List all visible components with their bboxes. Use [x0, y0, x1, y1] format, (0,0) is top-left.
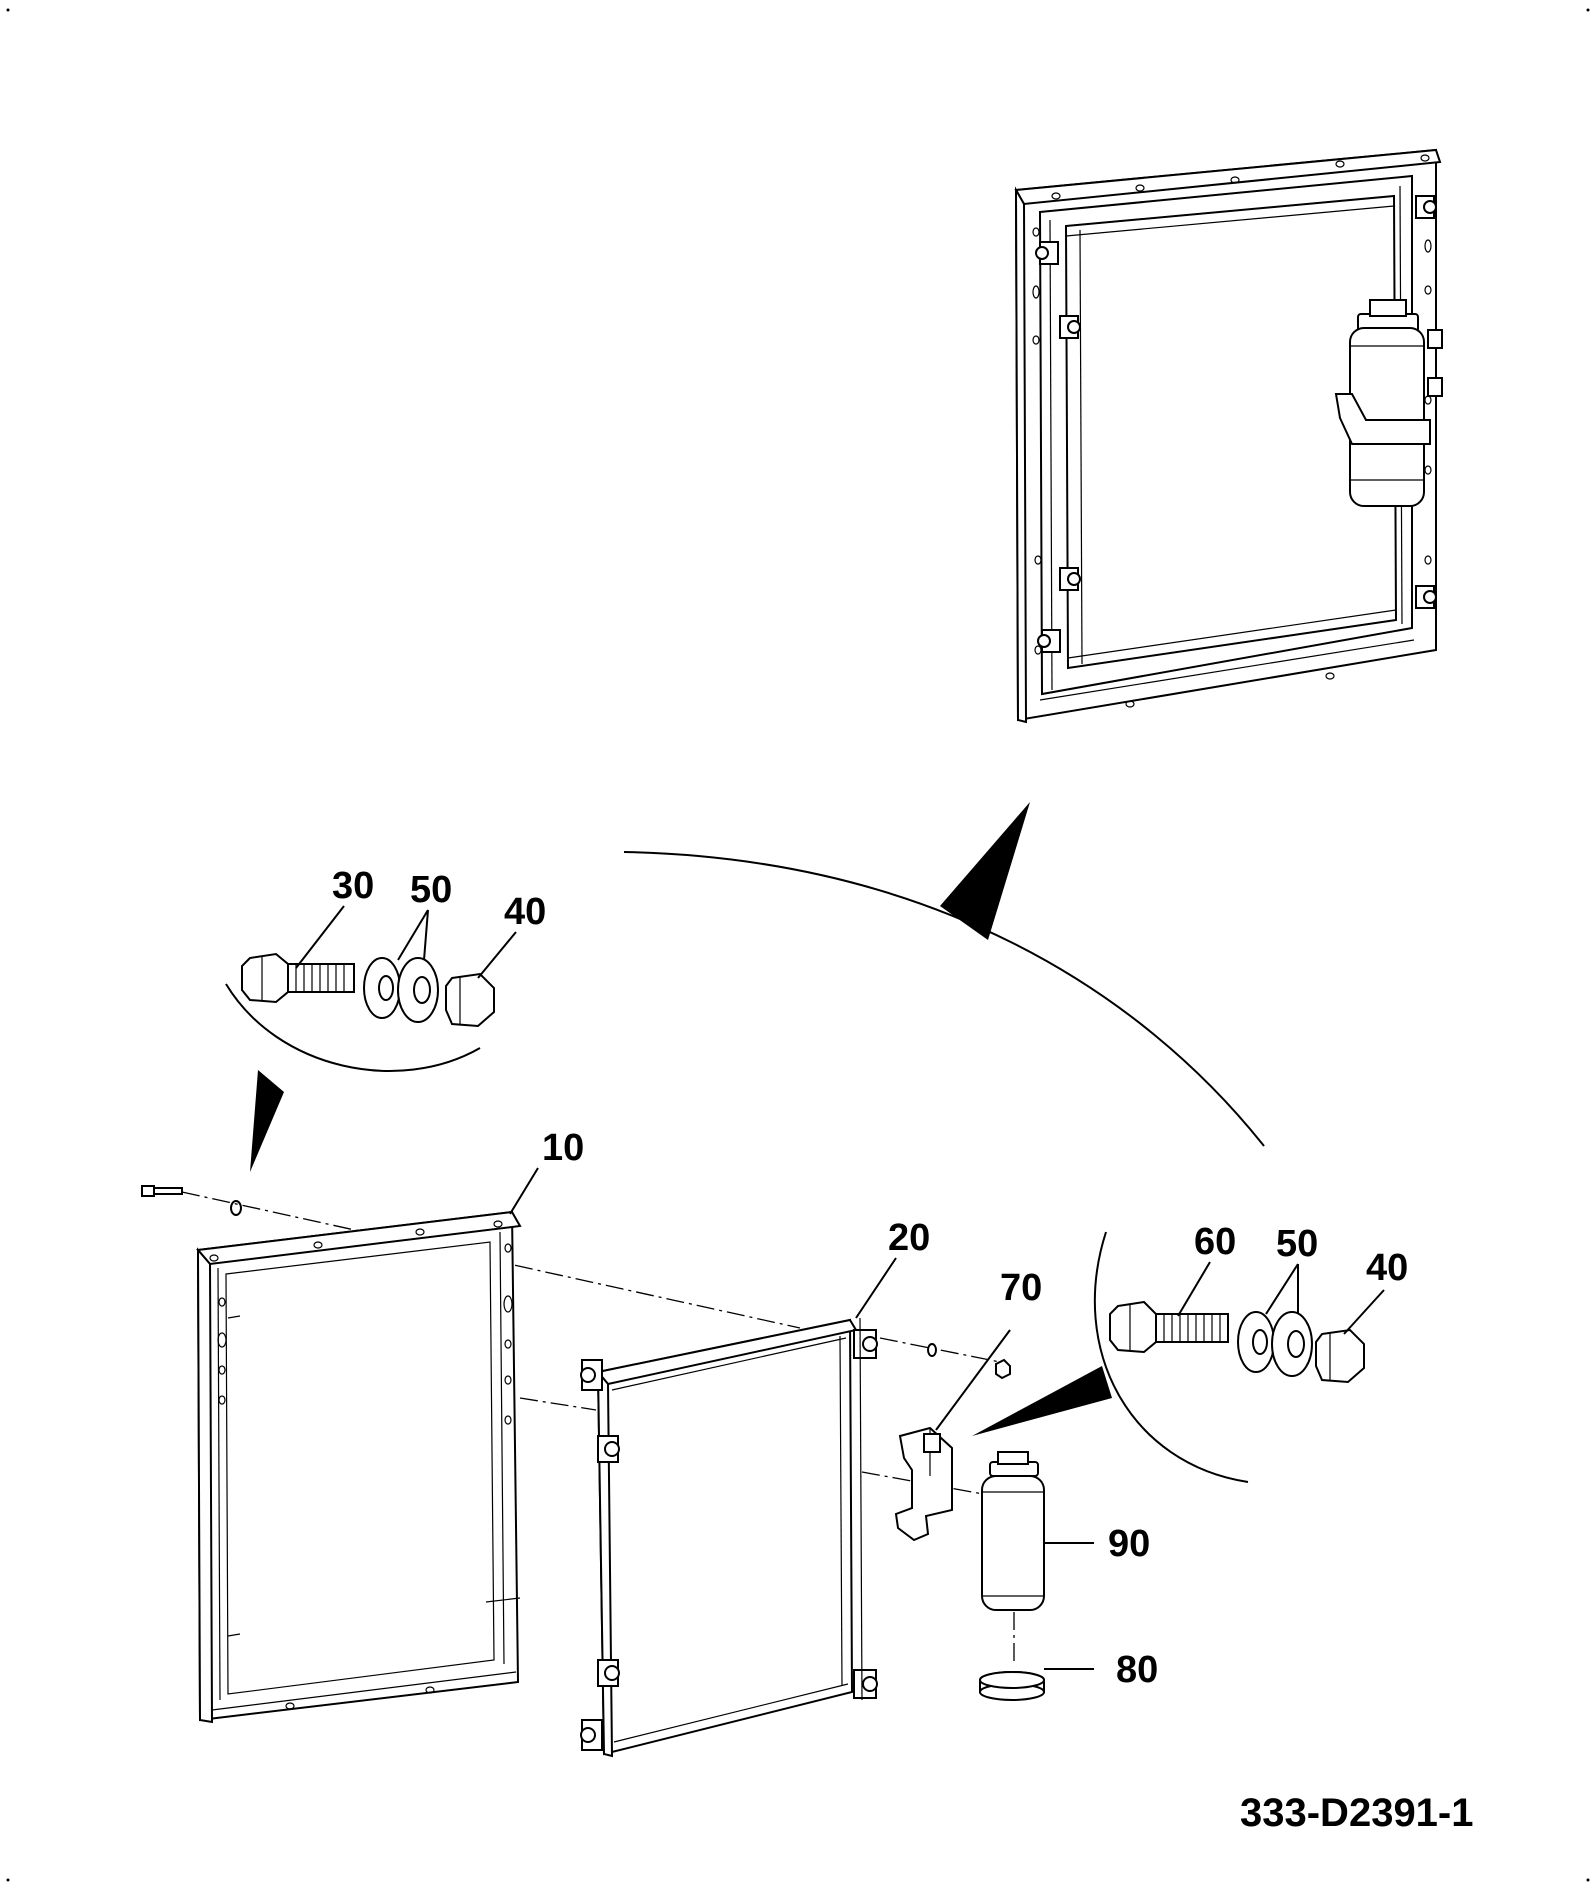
callout-60: 60: [1194, 1221, 1236, 1263]
callout-70: 70: [1000, 1267, 1042, 1309]
cap-part-80: [979, 1671, 1045, 1701]
connection-arc: [623, 851, 1265, 1147]
loose-bolt: [141, 1185, 242, 1216]
frame-part-10: [196, 1210, 522, 1724]
bracket-part-70: [894, 1426, 953, 1542]
hardware-detail-left: [225, 905, 517, 1172]
callout-80: 80: [1116, 1649, 1158, 1691]
callout-30: 30: [332, 865, 374, 907]
condenser-part-20: [580, 1317, 878, 1758]
callout-20: 20: [888, 1217, 930, 1259]
callout-50-right: 50: [1276, 1223, 1318, 1265]
callout-40-right: 40: [1366, 1247, 1408, 1289]
callout-90: 90: [1108, 1523, 1150, 1565]
assembly-line-2: [519, 1397, 597, 1411]
corner-marks: [6, 8, 1590, 1882]
assembly-line-3: [879, 1337, 1001, 1363]
assembled-condenser-view: [1014, 148, 1443, 724]
callout-10: 10: [542, 1127, 584, 1169]
receiver-drier-part-90: [981, 1451, 1045, 1611]
condenser-fasteners: [927, 1343, 1011, 1380]
drawing-number: 333-D2391-1: [1240, 1791, 1474, 1835]
callout-50-top: 50: [410, 869, 452, 911]
hardware-detail-right: [972, 1231, 1385, 1483]
callout-40-top: 40: [504, 891, 546, 933]
pointer-wedge-top: [940, 802, 1030, 940]
leader-lines: [509, 1167, 1094, 1670]
